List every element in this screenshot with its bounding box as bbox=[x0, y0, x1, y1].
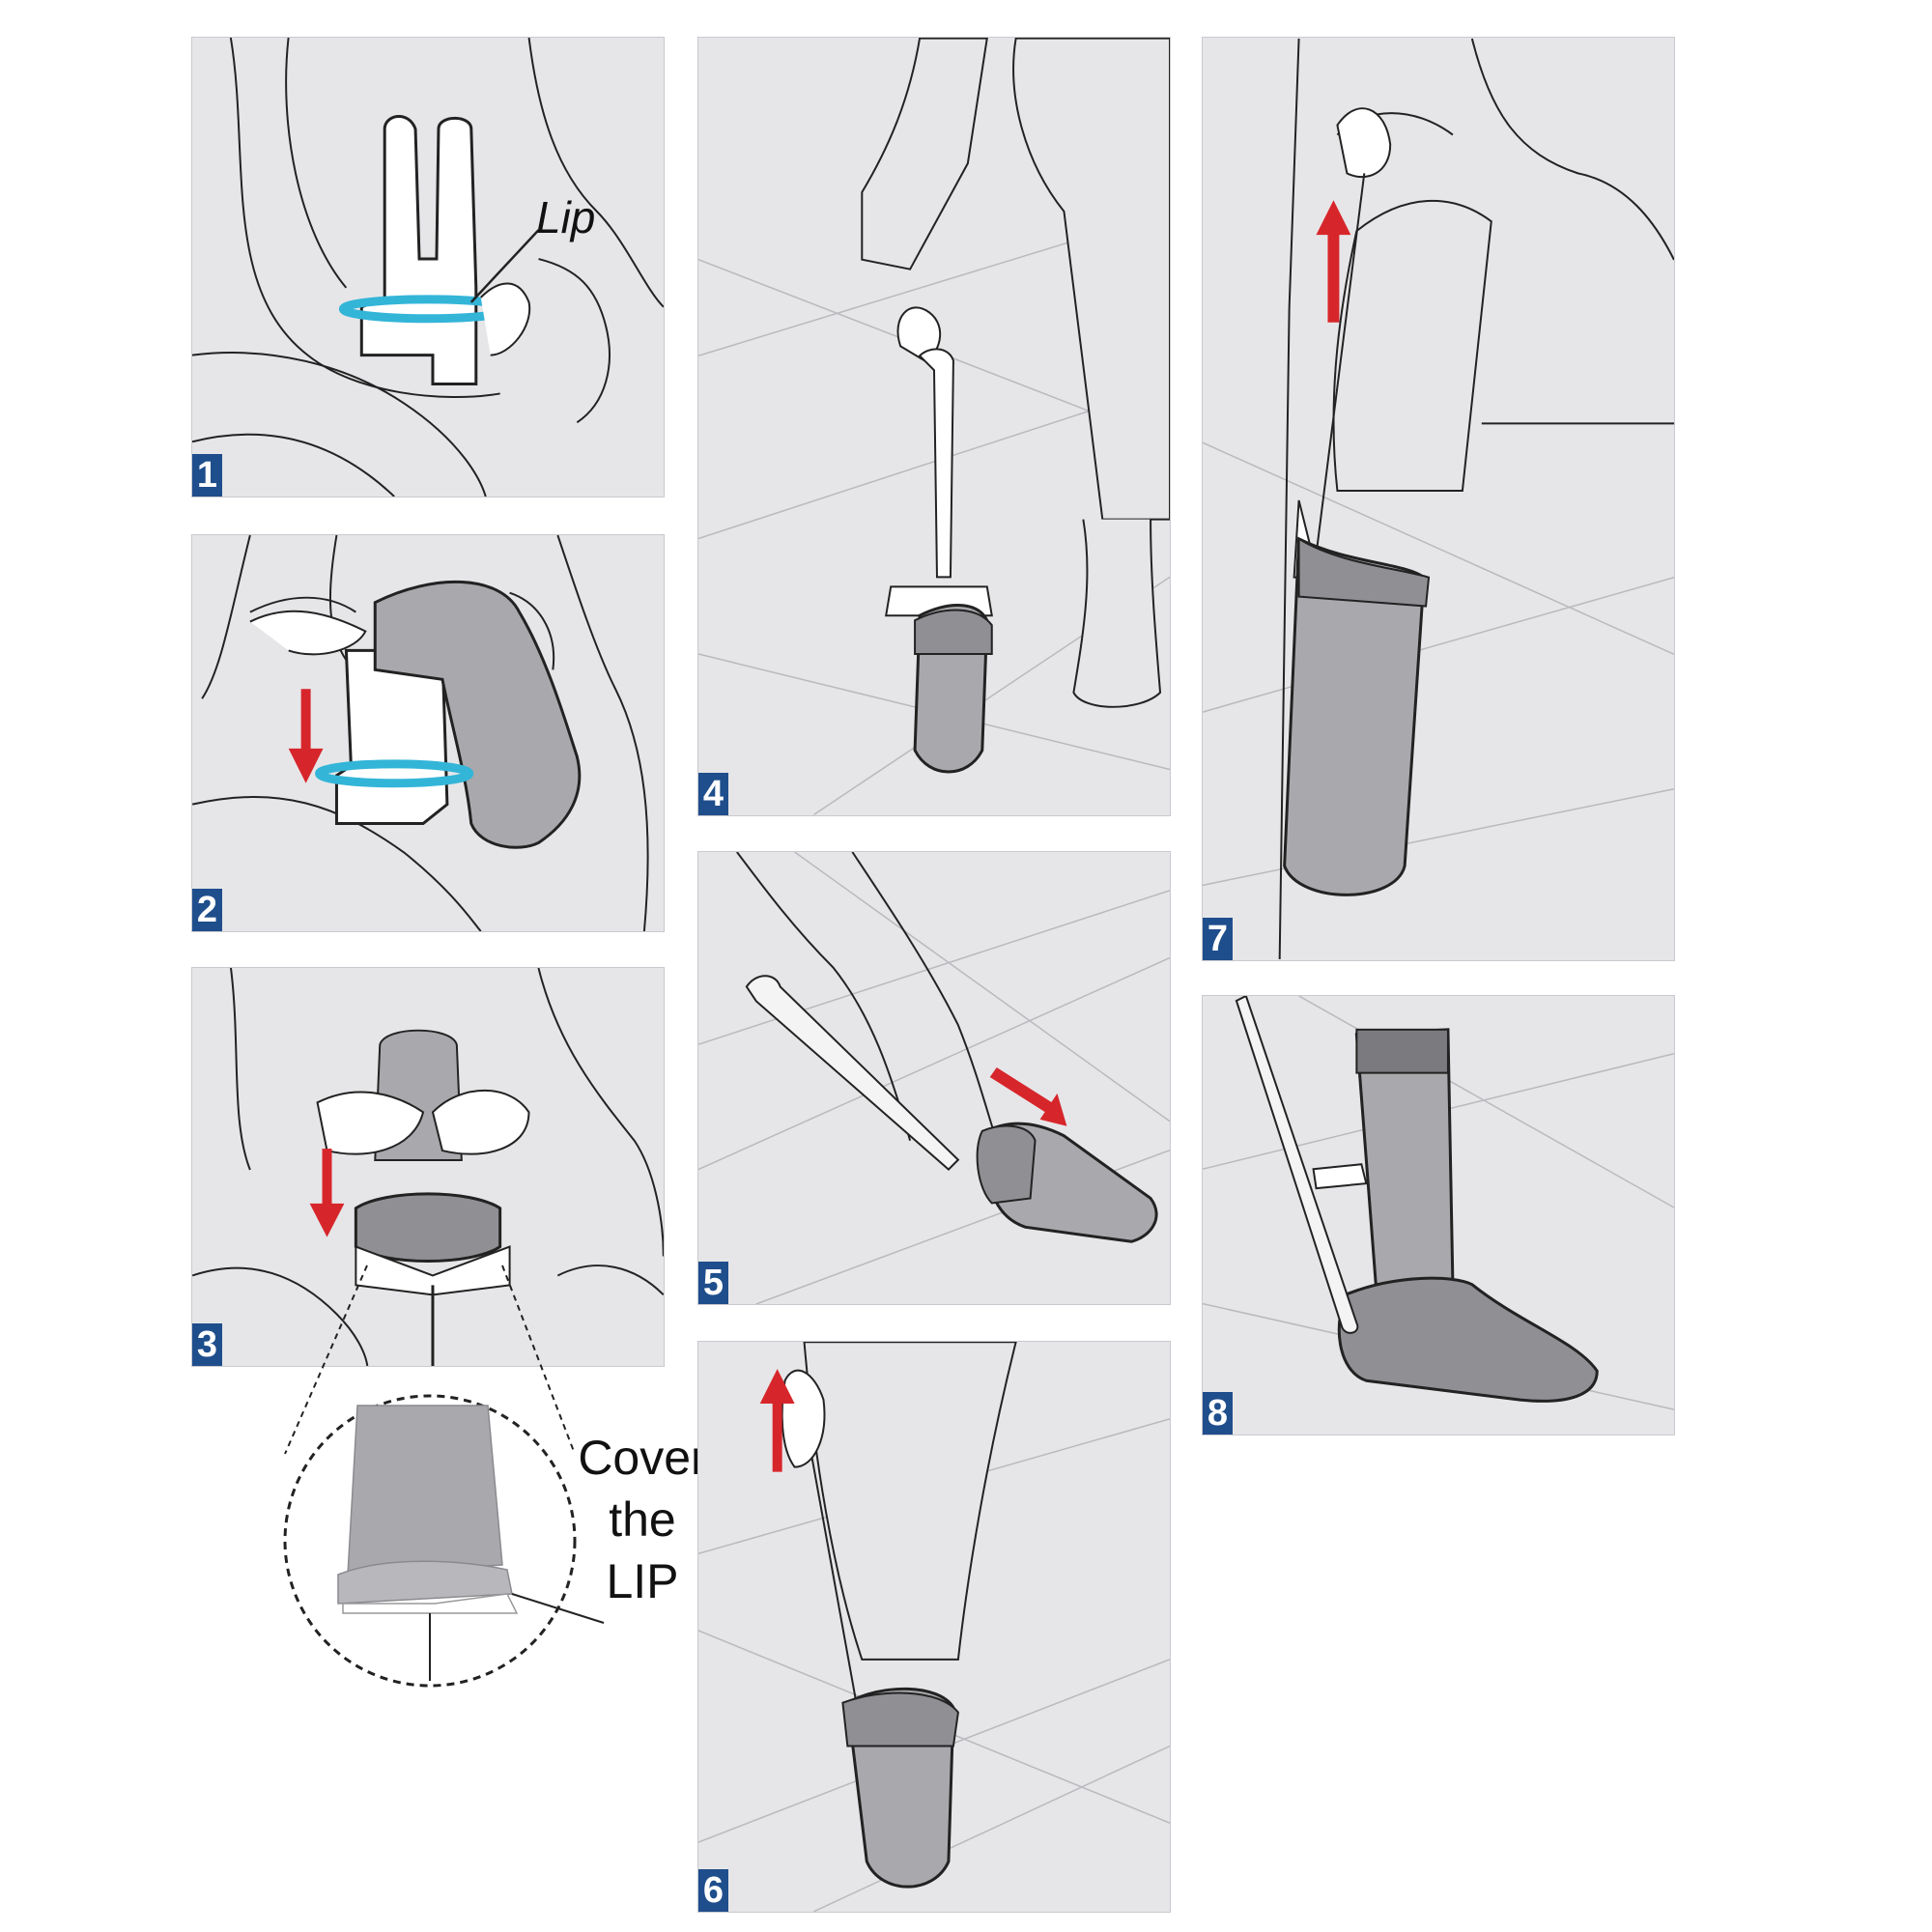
elastic-band bbox=[315, 759, 474, 788]
step-number-badge: 4 bbox=[698, 773, 728, 815]
cover-the-lip-label: Cover the LIP bbox=[565, 1427, 720, 1612]
step-4-illustration bbox=[698, 38, 1170, 815]
step-2-panel: 2 bbox=[191, 534, 665, 932]
step-number-badge: 6 bbox=[698, 1869, 728, 1912]
red-arrow-icon bbox=[309, 1149, 345, 1237]
step-7-panel: 7 bbox=[1202, 37, 1675, 961]
lip-label: Lip bbox=[536, 192, 596, 242]
step-5-illustration bbox=[698, 852, 1170, 1304]
step-3-panel: 3 bbox=[191, 967, 665, 1367]
step-1-panel: 1 bbox=[191, 37, 665, 497]
step-number-badge: 2 bbox=[192, 889, 222, 931]
sock-aid-handle bbox=[745, 975, 960, 1171]
cover-label-line-2: the bbox=[609, 1492, 676, 1547]
step-5-panel: 5 bbox=[697, 851, 1171, 1305]
cover-label-line-3: LIP bbox=[606, 1554, 679, 1608]
red-arrow-icon bbox=[288, 689, 324, 783]
step-number-badge: 1 bbox=[192, 454, 222, 497]
step-number-badge: 3 bbox=[192, 1323, 222, 1366]
shoe bbox=[1337, 1276, 1599, 1403]
step-8-illustration bbox=[1203, 996, 1674, 1410]
red-arrow-icon bbox=[759, 1369, 795, 1472]
sock-aid-handle bbox=[918, 348, 954, 579]
step-number-badge: 7 bbox=[1203, 918, 1233, 960]
step-7-illustration bbox=[1203, 38, 1674, 960]
cover-label-line-1: Cover bbox=[578, 1431, 707, 1485]
step-1-illustration bbox=[192, 38, 664, 497]
lip-zoom-callout bbox=[283, 1264, 605, 1688]
red-arrow-icon bbox=[1316, 200, 1351, 323]
step-6-panel: 6 bbox=[697, 1341, 1171, 1913]
sock bbox=[1283, 536, 1426, 896]
sock-aid-device bbox=[359, 115, 478, 385]
step-8-panel: 8 bbox=[1202, 995, 1675, 1435]
step-2-illustration bbox=[192, 535, 649, 931]
sock-aid-handle bbox=[1235, 996, 1359, 1334]
step-4-panel: 4 bbox=[697, 37, 1171, 816]
step-6-illustration bbox=[698, 1342, 1170, 1912]
red-arrow-icon bbox=[989, 1067, 1067, 1126]
step-number-badge: 5 bbox=[698, 1262, 728, 1304]
step-3-illustration bbox=[192, 968, 664, 1366]
step-number-badge: 8 bbox=[1203, 1392, 1233, 1435]
